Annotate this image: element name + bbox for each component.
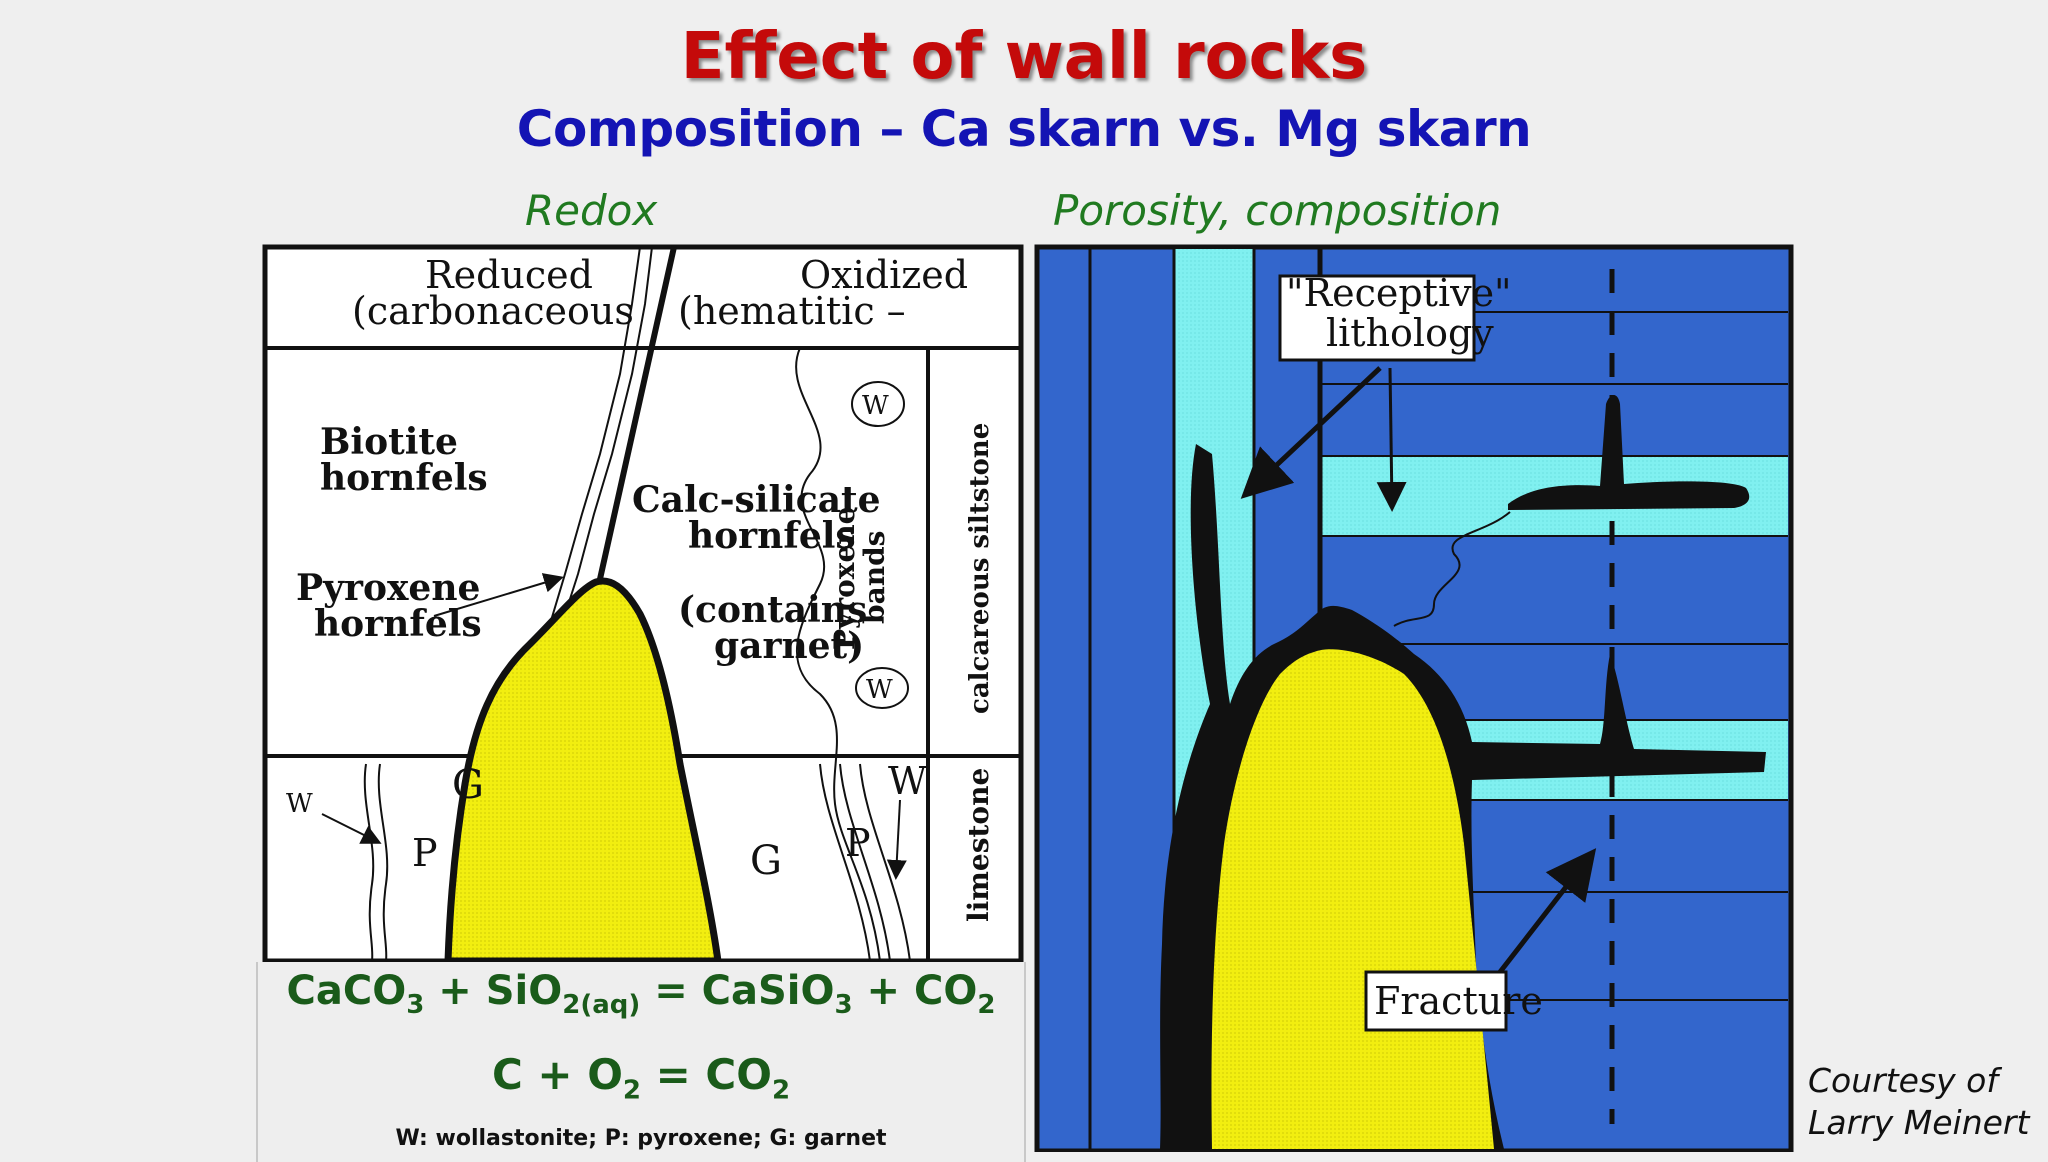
abbreviation-legend: W: wollastonite; P: pyroxene; G: garnet (395, 1126, 887, 1151)
credit-line-1: Courtesy of (1808, 1061, 1998, 1100)
fracture-box (1364, 970, 1508, 1032)
skarn-branch-upper (1508, 395, 1750, 510)
hematitic-label: (hematitic – (678, 289, 906, 333)
porosity-diagram: "Receptive" lithology Fracture (1034, 244, 1794, 1152)
pyroxene-label: Pyroxene (296, 567, 480, 609)
calcareous-siltstone-label: calcareous siltstone (965, 423, 995, 714)
contains-label: (contains (678, 589, 867, 631)
calc-silicate-label: Calc-silicate (632, 479, 881, 521)
receptive-box (1278, 274, 1476, 362)
w-label-lower: W (866, 675, 893, 705)
calc-hornfels-label: hornfels (688, 515, 856, 557)
equation-1: CaCO3 + SiO2(aq) = CaSiO3 + CO2 (286, 968, 996, 1020)
bands-label: bands (858, 531, 891, 624)
slide-subtitle: Composition – Ca skarn vs. Mg skarn (516, 100, 1532, 158)
oxidized-label: Oxidized (800, 253, 968, 297)
lithology-label: lithology (1326, 311, 1494, 355)
fracture-label: Fracture (1374, 979, 1543, 1023)
slide-title: Effect of wall rocks (680, 20, 1368, 94)
equations-box: CaCO3 + SiO2(aq) = CaSiO3 + CO2 C + O2 =… (256, 962, 1026, 1162)
equation-2: C + O2 = CO2 (491, 1050, 791, 1106)
pyroxene-bands-label: Pyroxene (828, 507, 861, 650)
p-label-left: P (412, 831, 438, 875)
credit: Courtesy of Larry Meinert (1808, 1060, 2029, 1144)
reduced-label: Reduced (425, 253, 593, 297)
w-label-upper: W (862, 391, 889, 421)
limestone-label: limestone (962, 768, 995, 922)
carbonaceous-label: (carbonaceous (352, 289, 634, 333)
w-label-right: W (888, 759, 927, 803)
receptive-label: "Receptive" (1286, 271, 1512, 315)
porosity-heading: Porosity, composition (1053, 186, 1502, 235)
redox-diagram: W W Reduced (carbonaceous Oxidized (hema… (262, 244, 1024, 964)
garnet-label: garnet) (714, 625, 864, 667)
g-label-left: G (452, 762, 484, 808)
hornfels-label: hornfels (320, 457, 488, 499)
pluton (444, 577, 722, 964)
w-label-left: W (286, 789, 313, 819)
credit-line-2: Larry Meinert (1808, 1103, 2030, 1142)
redox-heading: Redox (525, 186, 658, 235)
g-label-right: G (750, 838, 782, 884)
p-label-right: P (845, 821, 871, 865)
biotite-label: Biotite (320, 421, 458, 463)
